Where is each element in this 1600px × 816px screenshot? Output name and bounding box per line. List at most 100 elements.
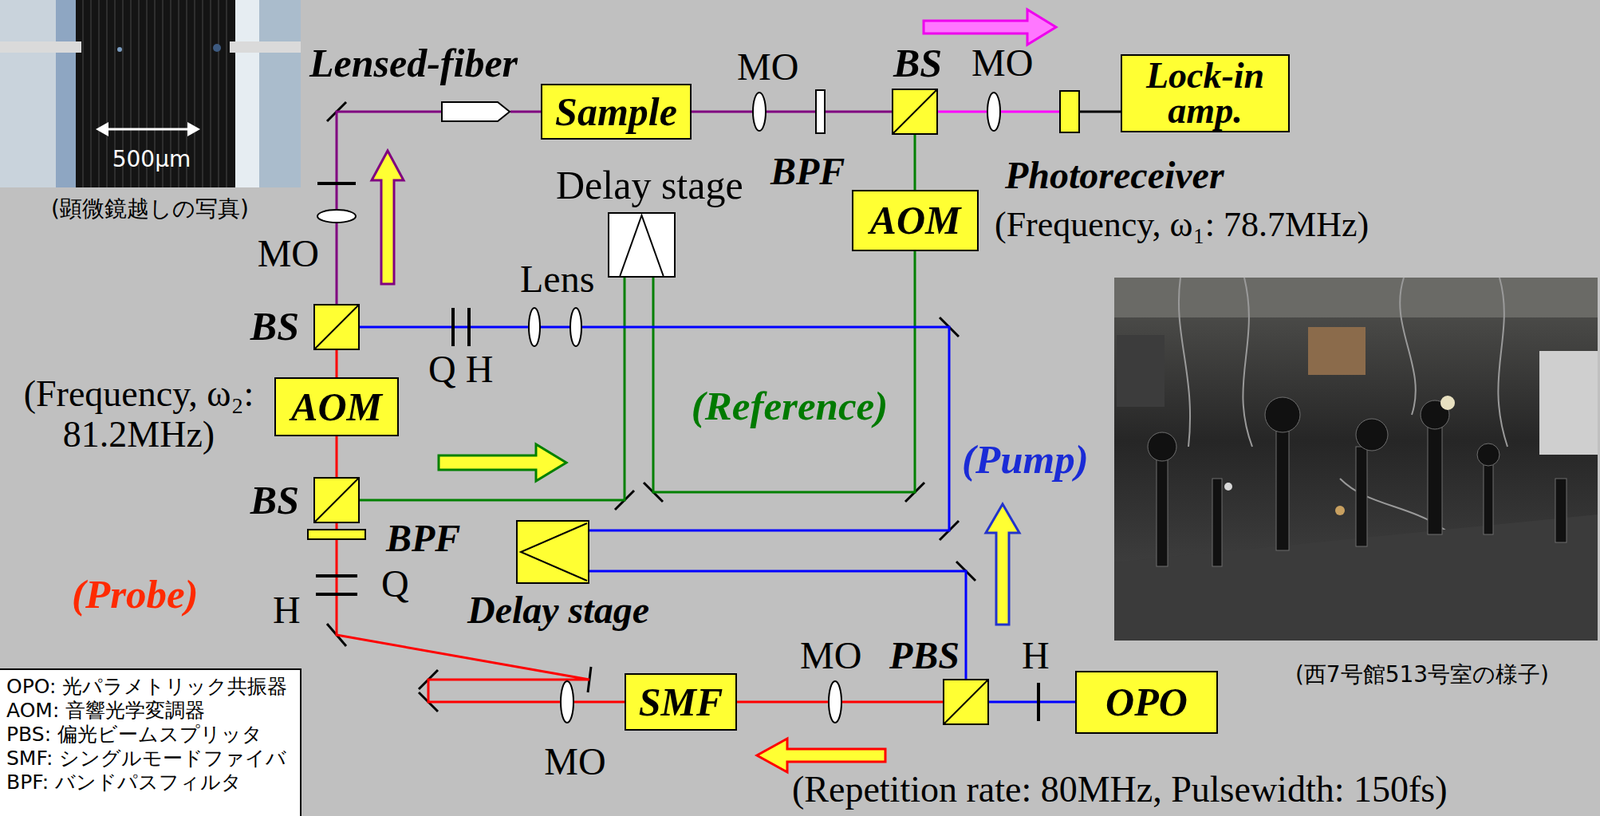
delay-stage-body <box>608 212 675 277</box>
part-label: BS <box>250 304 300 349</box>
retroreflector <box>520 523 588 581</box>
aom-box: AOM <box>851 189 979 252</box>
lab-photo <box>1212 478 1222 567</box>
beam-splitter-shape <box>891 88 938 135</box>
laser-spec: (Repetition rate: 80MHz, Pulsewidth: 150… <box>792 769 1448 811</box>
lensed-fiber: Lensed-fiber <box>441 101 511 123</box>
lab-photo <box>1265 397 1301 433</box>
aom-box: AOM <box>274 377 399 437</box>
microscope-photo <box>217 0 220 188</box>
frequency-label: (Frequency, ω₁: 78.7MHz) <box>994 205 1369 245</box>
lab-photo <box>1539 350 1598 455</box>
beam-splitter-diagonal <box>315 478 359 522</box>
lens <box>317 209 356 223</box>
photo-caption: (顕微鏡越しの写真) <box>51 197 249 222</box>
delay-stage-body <box>516 520 589 584</box>
optical-beam <box>1079 110 1121 114</box>
part-label: BS <box>250 478 300 523</box>
lens <box>828 681 842 723</box>
lab-photo <box>1308 327 1366 375</box>
frequency-label: (Frequency, ω₂: 81.2MHz) <box>6 374 272 455</box>
lab-photo <box>1242 277 1253 447</box>
lab-photo <box>1477 443 1500 466</box>
lab-photo <box>1355 418 1388 451</box>
beam-splitter-diagonal <box>944 680 988 724</box>
direction-arrow <box>756 738 886 773</box>
lab-photo <box>1483 454 1494 535</box>
direction-arrow <box>371 150 404 284</box>
lab-photo <box>1147 432 1177 462</box>
delay-stage-shape <box>516 520 590 584</box>
lens <box>317 92 1001 723</box>
beam-splitter-cube <box>943 679 989 725</box>
beam-splitter-cube <box>314 477 359 523</box>
lens-label: MO <box>543 740 606 784</box>
lens-label: MO <box>971 42 1033 85</box>
beam-splitter-diagonal <box>315 305 359 349</box>
part-label: PBS <box>889 634 960 678</box>
lab-photo <box>1355 446 1368 547</box>
microscope-photo <box>201 0 204 188</box>
retroreflector <box>619 215 663 276</box>
band-pass-filter <box>307 90 825 540</box>
microscope-photo <box>193 0 196 188</box>
waveplate <box>1036 682 1041 722</box>
optical-beam <box>335 436 339 477</box>
microscope-photo <box>212 43 221 52</box>
lab-photo <box>1276 414 1289 551</box>
optical-beam <box>335 350 339 378</box>
lens-label: MO <box>736 46 799 89</box>
lab-photo <box>1555 478 1567 543</box>
lab-photo <box>1178 277 1191 447</box>
photo-caption: (西7号館513号室の様子) <box>1295 662 1549 688</box>
beam-name: (Reference) <box>691 383 888 429</box>
microscope-photo <box>95 122 109 137</box>
direction-arrow <box>371 9 1057 773</box>
beam-splitter: BS <box>313 476 360 524</box>
lab-photo <box>1427 414 1443 535</box>
part-label: BS <box>893 41 942 86</box>
direction-arrow <box>985 504 1020 625</box>
optical-beam <box>914 134 917 190</box>
waveplate <box>467 307 471 347</box>
lab-photo <box>1147 397 1567 567</box>
lab-photo <box>1399 277 1416 415</box>
sample-box: Sample <box>540 83 692 140</box>
beam-splitter-diagonal <box>893 90 937 134</box>
delay-stage: Delay stage <box>607 212 676 278</box>
opo-box: OPO <box>1075 670 1218 734</box>
lab-photo <box>1497 277 1508 447</box>
beam-name: (Probe) <box>71 571 199 617</box>
beam-splitter-cube <box>314 304 359 350</box>
lens-label: Lens <box>520 258 595 301</box>
polarizing-beam-splitter: PBS <box>942 678 990 726</box>
lab-photo <box>1335 505 1345 516</box>
microscope-photo <box>209 0 212 188</box>
microscope-photo <box>225 0 228 188</box>
microscope-photo <box>0 0 56 188</box>
waveplate-label: Q H <box>428 348 493 391</box>
optical-beam <box>359 327 950 531</box>
box-text: OPO <box>1105 680 1188 725</box>
beam-splitter: BS <box>313 303 360 351</box>
lens <box>987 92 1001 131</box>
microscope-photo <box>106 128 190 131</box>
microscope-photo <box>187 122 201 137</box>
photoreceiver: Photoreceiver <box>1059 90 1080 134</box>
beam-splitter-shape <box>313 303 360 351</box>
lab-photo <box>1156 446 1168 567</box>
band-pass-filter <box>815 90 825 134</box>
microscope-photo <box>117 47 123 52</box>
optical-beam <box>691 110 892 114</box>
delay-stage-shape <box>607 212 676 278</box>
waveplate <box>315 592 358 596</box>
scale-label: 500μm <box>112 147 192 173</box>
box-text: AOM <box>870 198 962 243</box>
optical-beam <box>336 111 442 304</box>
waveplate-label: H <box>272 589 301 632</box>
microscope-photo <box>75 0 236 188</box>
optical-beam <box>989 701 1076 704</box>
direction-arrow <box>438 444 567 481</box>
abbreviation-text: AOM: 音響光学変調器 <box>6 698 292 723</box>
photoreceiver-body <box>1060 90 1080 133</box>
